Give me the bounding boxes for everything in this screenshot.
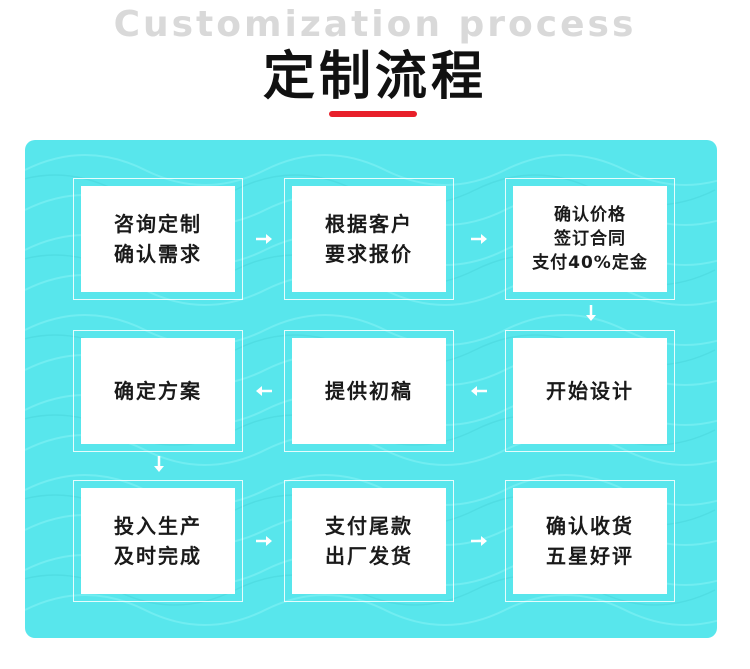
arrow-left-icon <box>256 386 272 396</box>
english-title: Customization process <box>113 4 637 45</box>
arrow-down-icon <box>586 305 596 321</box>
step-2-line-1: 根据客户 <box>325 212 413 236</box>
step-7-card: 投入生产 及时完成 <box>73 480 243 602</box>
step-9-line-2: 五星好评 <box>546 544 634 568</box>
arrow-down-icon <box>154 456 164 472</box>
step-3-card: 确认价格 签订合同 支付40%定金 <box>505 178 675 300</box>
step-1-line-1: 咨询定制 <box>114 212 202 236</box>
step-2-card: 根据客户 要求报价 <box>284 178 454 300</box>
step-3-line-3: 支付40%定金 <box>532 253 648 273</box>
step-7-line-1: 投入生产 <box>114 514 202 538</box>
step-2-line-2: 要求报价 <box>325 242 413 266</box>
step-8-line-2: 出厂发货 <box>325 544 413 568</box>
step-3-line-1: 确认价格 <box>554 205 626 225</box>
title-underline <box>329 111 417 117</box>
arrow-right-icon <box>256 234 272 244</box>
arrow-right-icon <box>471 234 487 244</box>
process-panel: 咨询定制 确认需求 根据客户 要求报价 确认价格 签订合同 支付40%定金 确定… <box>25 140 717 638</box>
step-9-line-1: 确认收货 <box>546 514 634 538</box>
page-title: 定制流程 <box>262 47 487 107</box>
step-4-card: 开始设计 <box>505 330 675 452</box>
step-1-line-2: 确认需求 <box>114 242 202 266</box>
step-3-line-2: 签订合同 <box>554 229 626 249</box>
step-5-card: 提供初稿 <box>284 330 454 452</box>
step-7-line-2: 及时完成 <box>114 544 202 568</box>
arrow-right-icon <box>471 536 487 546</box>
step-6-line-1: 确定方案 <box>114 379 202 403</box>
step-6-card: 确定方案 <box>73 330 243 452</box>
step-8-line-1: 支付尾款 <box>325 514 413 538</box>
arrow-left-icon <box>471 386 487 396</box>
step-9-card: 确认收货 五星好评 <box>505 480 675 602</box>
step-8-card: 支付尾款 出厂发货 <box>284 480 454 602</box>
step-5-line-1: 提供初稿 <box>325 379 413 403</box>
step-4-line-1: 开始设计 <box>546 379 634 403</box>
arrow-right-icon <box>256 536 272 546</box>
step-1-card: 咨询定制 确认需求 <box>73 178 243 300</box>
